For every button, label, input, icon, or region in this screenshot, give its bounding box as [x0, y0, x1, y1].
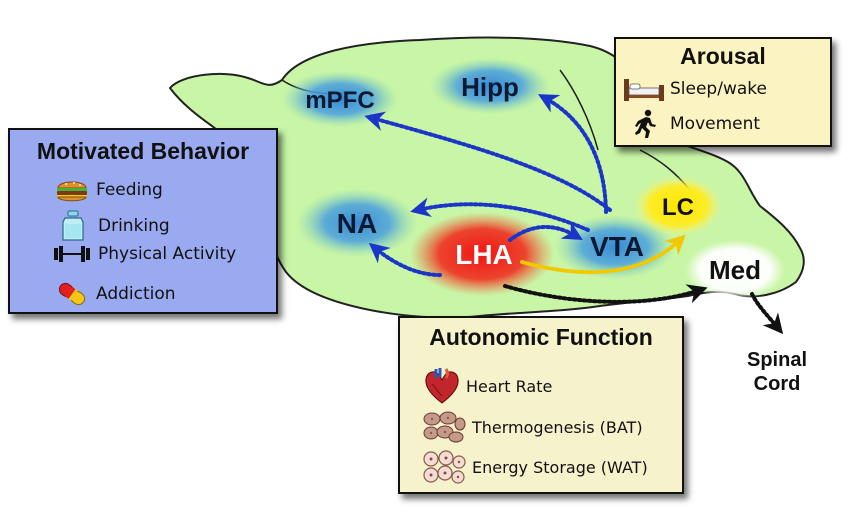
addiction-label: Addiction	[96, 284, 176, 304]
running-person-icon	[635, 109, 656, 138]
arrow-lha-to-lc	[520, 234, 686, 275]
hipp-region-blob	[430, 58, 550, 114]
arousal-title: Arousal	[680, 43, 766, 69]
motivated-behavior-box: Motivated Behavior Feeding Drinking Phys…	[8, 128, 278, 314]
thermogenesis-label: Thermogenesis (BAT)	[472, 417, 643, 437]
sleep-wake-label: Sleep/wake	[670, 79, 767, 99]
lc-region-blob	[634, 176, 722, 236]
list-item: Feeding	[54, 176, 163, 204]
na-region-blob	[297, 189, 417, 257]
white-fat-cells-icon	[423, 450, 466, 484]
motivated-behavior-title: Motivated Behavior	[36, 138, 250, 164]
list-item: Energy Storage (WAT)	[422, 450, 648, 484]
movement-label: Movement	[670, 114, 761, 134]
lha-label: LHA	[455, 239, 513, 270]
bed-icon	[624, 79, 664, 101]
list-item: Sleep/wake	[622, 75, 767, 103]
dumbbell-icon	[54, 246, 90, 262]
feeding-label: Feeding	[96, 180, 163, 200]
lc-label: LC	[662, 194, 694, 221]
arrow-lha-to-na	[368, 242, 442, 277]
arrow-lha-to-med	[503, 284, 708, 304]
spinal-cord-label-line2: Cord	[754, 373, 801, 395]
spinal-cord-label-line1: Spinal	[747, 349, 807, 371]
heart-rate-label: Heart Rate	[466, 376, 553, 396]
list-item: Movement	[634, 109, 760, 139]
burger-icon	[57, 181, 87, 202]
water-bottle-icon	[62, 210, 84, 241]
list-item: Thermogenesis (BAT)	[422, 410, 643, 444]
med-region-blob	[685, 240, 785, 300]
arrow-vta-to-mpfc	[364, 111, 612, 212]
na-label: NA	[337, 208, 377, 239]
autonomic-function-title: Autonomic Function	[429, 324, 653, 350]
list-item: Addiction	[54, 278, 176, 310]
list-item: Heart Rate	[422, 366, 552, 406]
arrow-lha-to-vta	[508, 221, 583, 242]
brain-detail-line	[559, 69, 599, 151]
arrow-vta-to-hipp	[537, 94, 608, 214]
med-label: Med	[709, 255, 761, 285]
drinking-label: Drinking	[98, 216, 170, 236]
brown-fat-cells-icon	[423, 411, 466, 443]
heart-icon	[425, 368, 459, 404]
pill-capsule-icon	[58, 282, 86, 306]
list-item: Drinking	[60, 210, 170, 242]
arousal-box: Arousal Sleep/wake Movement	[614, 37, 832, 147]
arrow-med-to-spinal-cord	[750, 292, 784, 335]
autonomic-function-box: Autonomic Function Heart Rate Thermogene…	[398, 316, 684, 494]
mpfc-label: mPFC	[305, 87, 374, 114]
vta-label: VTA	[590, 231, 644, 262]
physical-activity-label: Physical Activity	[98, 244, 237, 264]
hipp-label: Hipp	[461, 72, 519, 102]
energy-storage-label: Energy Storage (WAT)	[472, 457, 648, 477]
list-item: Physical Activity	[52, 244, 236, 264]
